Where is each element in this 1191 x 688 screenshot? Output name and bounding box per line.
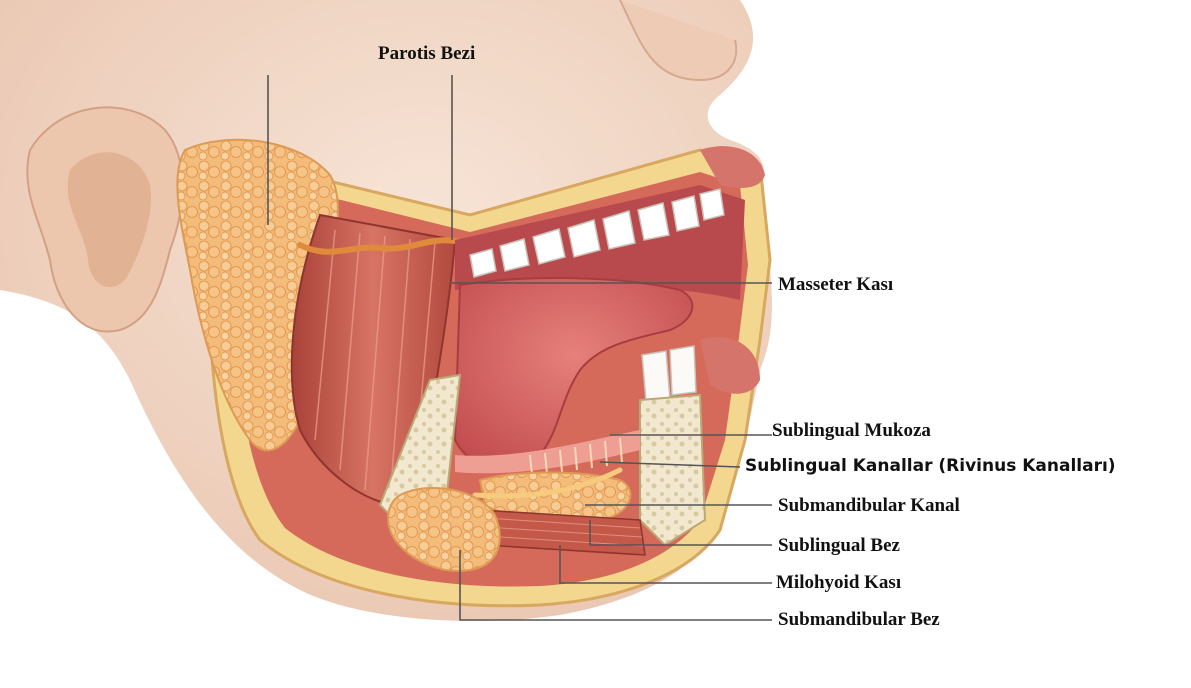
mandible-anterior bbox=[640, 395, 705, 545]
label-parotis-bezi: Parotis Bezi bbox=[378, 44, 475, 63]
label-sublingual-kanallar: Sublingual Kanallar (Rivinus Kanalları) bbox=[745, 458, 1116, 475]
label-masseter-kasi: Masseter Kası bbox=[778, 275, 893, 294]
label-submandibular-kanal: Submandibular Kanal bbox=[778, 496, 960, 515]
label-sublingual-mukoza: Sublingual Mukoza bbox=[772, 421, 931, 440]
label-submandibular-bez: Submandibular Bez bbox=[778, 610, 940, 629]
label-milohyoid-kasi: Milohyoid Kası bbox=[776, 573, 901, 592]
label-sublingual-bez: Sublingual Bez bbox=[778, 536, 900, 555]
